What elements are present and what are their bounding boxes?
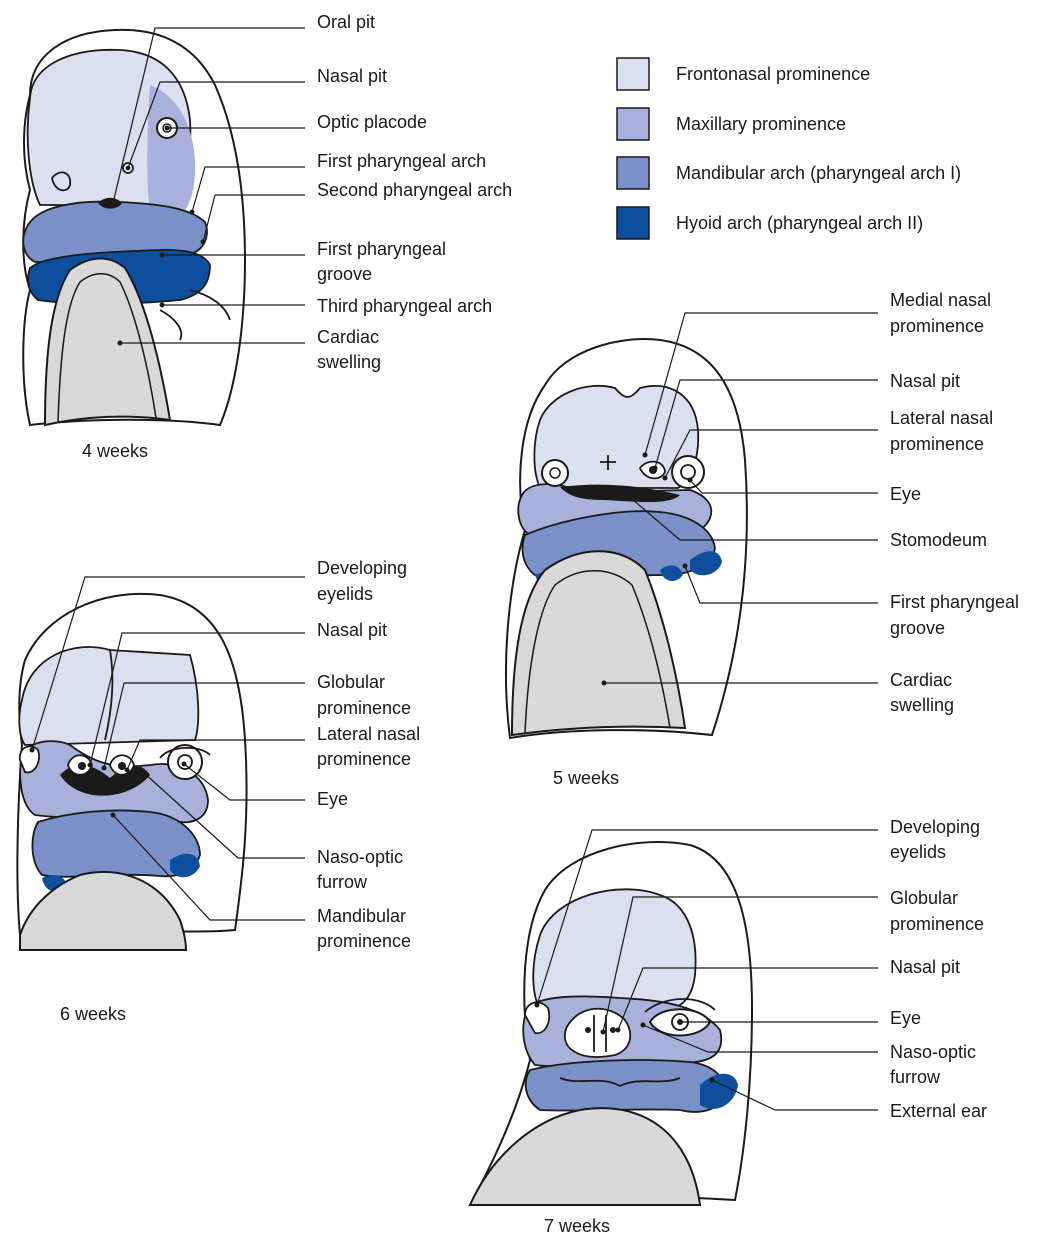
legend-swatch-hyoid <box>617 207 649 239</box>
embryo-4-weeks-illustration <box>23 30 245 425</box>
label-cardiac-swelling-5w-line2: swelling <box>890 695 954 715</box>
label-cardiac-swelling-4w-line1: Cardiac <box>317 327 379 347</box>
label-nasal-pit-6w: Nasal pit <box>317 620 387 640</box>
label-first-pharyngeal-groove-4w-line2: groove <box>317 264 372 284</box>
panel-7-weeks: 7 weeks Developing eyelids Globular prom… <box>470 817 987 1236</box>
legend-label-mandibular: Mandibular arch (pharyngeal arch I) <box>676 163 961 183</box>
label-globular-prominence-6w-line2: prominence <box>317 698 411 718</box>
label-mandibular-prominence-6w-line1: Mandibular <box>317 906 406 926</box>
label-first-pharyngeal-groove-5w-line2: groove <box>890 618 945 638</box>
panel-5-weeks: 5 weeks Medial nasal prominence Nasal pi… <box>506 290 1019 788</box>
legend-swatch-maxillary <box>617 108 649 140</box>
label-globular-prominence-6w-line1: Globular <box>317 672 385 692</box>
label-mandibular-prominence-6w-line2: prominence <box>317 931 411 951</box>
label-medial-nasal-prominence-5w-line2: prominence <box>890 316 984 336</box>
label-external-ear-7w: External ear <box>890 1101 987 1121</box>
label-lateral-nasal-prominence-5w-line1: Lateral nasal <box>890 408 993 428</box>
label-globular-prominence-7w-line2: prominence <box>890 914 984 934</box>
panel-6-weeks: 6 weeks Developing eyelids Nasal pit Glo… <box>17 558 420 1024</box>
label-third-pharyngeal-arch-4w: Third pharyngeal arch <box>317 296 492 316</box>
label-nasal-pit-4w: Nasal pit <box>317 66 387 86</box>
caption-6-weeks: 6 weeks <box>60 1004 126 1024</box>
label-first-pharyngeal-groove-4w-line1: First pharyngeal <box>317 239 446 259</box>
legend-swatch-frontonasal <box>617 58 649 90</box>
label-nasal-pit-5w: Nasal pit <box>890 371 960 391</box>
label-first-pharyngeal-arch-4w: First pharyngeal arch <box>317 151 486 171</box>
label-second-pharyngeal-arch-4w: Second pharyngeal arch <box>317 180 512 200</box>
legend-label-maxillary: Maxillary prominence <box>676 114 846 134</box>
caption-4-weeks: 4 weeks <box>82 441 148 461</box>
label-lateral-nasal-prominence-6w-line1: Lateral nasal <box>317 724 420 744</box>
label-lateral-nasal-prominence-6w-line2: prominence <box>317 749 411 769</box>
label-naso-optic-furrow-7w-line1: Naso-optic <box>890 1042 976 1062</box>
panel-4-weeks: 4 weeks Oral pit Nasal pit Optic placode… <box>23 12 512 461</box>
label-developing-eyelids-6w-line2: eyelids <box>317 584 373 604</box>
label-naso-optic-furrow-6w-line2: furrow <box>317 872 368 892</box>
caption-7-weeks: 7 weeks <box>544 1216 610 1236</box>
label-first-pharyngeal-groove-5w-line1: First pharyngeal <box>890 592 1019 612</box>
label-developing-eyelids-7w-line1: Developing <box>890 817 980 837</box>
label-eye-5w: Eye <box>890 484 921 504</box>
legend-label-frontonasal: Frontonasal prominence <box>676 64 870 84</box>
label-nasal-pit-7w: Nasal pit <box>890 957 960 977</box>
embryo-5-weeks-illustration <box>506 339 747 738</box>
label-medial-nasal-prominence-5w-line1: Medial nasal <box>890 290 991 310</box>
legend-swatch-mandibular <box>617 157 649 189</box>
label-stomodeum-5w: Stomodeum <box>890 530 987 550</box>
label-optic-placode-4w: Optic placode <box>317 112 427 132</box>
label-naso-optic-furrow-7w-line2: furrow <box>890 1067 941 1087</box>
label-oral-pit-4w: Oral pit <box>317 12 375 32</box>
label-cardiac-swelling-4w-line2: swelling <box>317 352 381 372</box>
legend-label-hyoid: Hyoid arch (pharyngeal arch II) <box>676 213 923 233</box>
label-lateral-nasal-prominence-5w-line2: prominence <box>890 434 984 454</box>
label-eye-7w: Eye <box>890 1008 921 1028</box>
legend: Frontonasal prominence Maxillary promine… <box>617 58 961 239</box>
label-naso-optic-furrow-6w-line1: Naso-optic <box>317 847 403 867</box>
label-cardiac-swelling-5w-line1: Cardiac <box>890 670 952 690</box>
label-eye-6w: Eye <box>317 789 348 809</box>
caption-5-weeks: 5 weeks <box>553 768 619 788</box>
embryo-6-weeks-illustration <box>17 594 246 950</box>
label-developing-eyelids-7w-line2: eyelids <box>890 842 946 862</box>
label-globular-prominence-7w-line1: Globular <box>890 888 958 908</box>
label-developing-eyelids-6w-line1: Developing <box>317 558 407 578</box>
